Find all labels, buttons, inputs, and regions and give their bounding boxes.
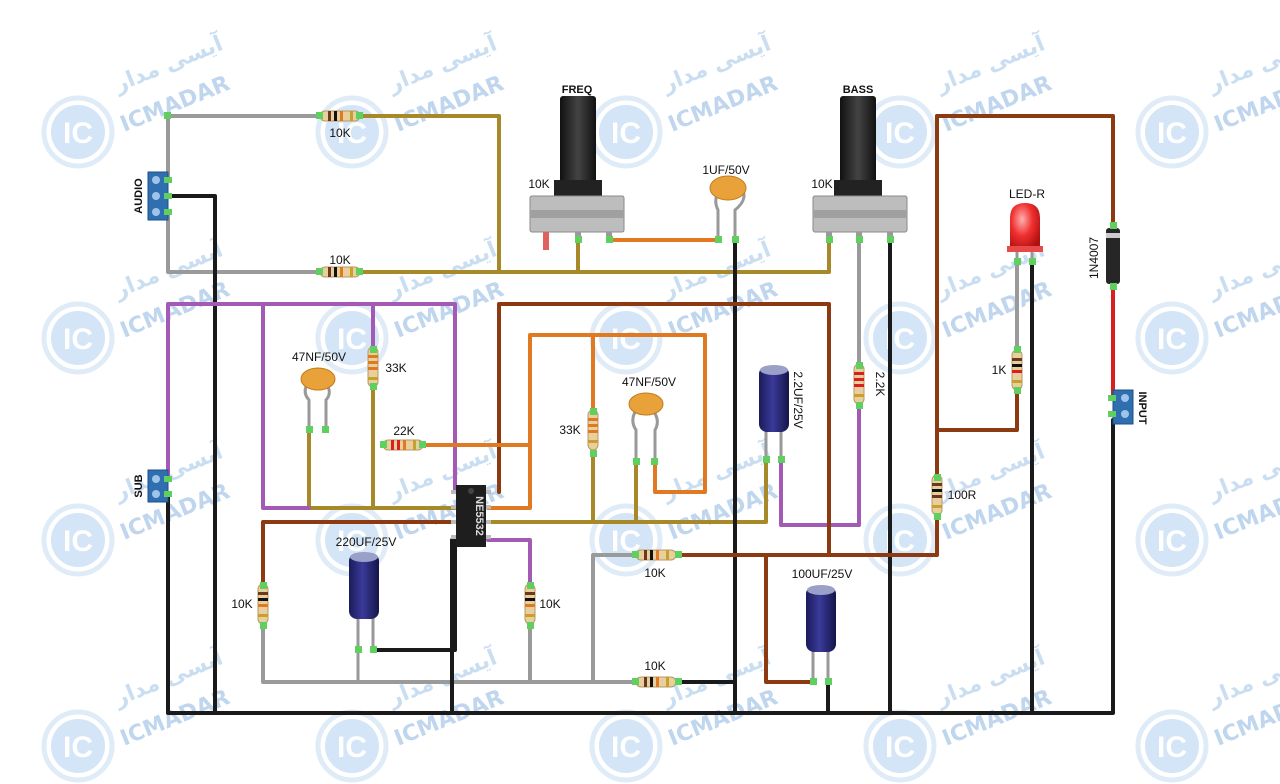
capacitor-47nf-b [628, 392, 664, 462]
resistor-33k-b [587, 409, 599, 451]
label-r-2k2: 2.2K [873, 372, 887, 397]
label-input: INPUT [1136, 392, 1148, 425]
label-c-47nf-b: 47NF/50V [622, 375, 676, 389]
resistor-10k-bottom [635, 676, 677, 688]
ic-ne5532: NE5532 [451, 485, 491, 547]
watermark-9: آیسی مدار ICMADAR [866, 234, 1055, 372]
resistor-10k-mid [635, 549, 677, 561]
wire-orange-loop [486, 333, 707, 510]
gray-wires [166, 114, 1019, 684]
potentiometer-bass [812, 96, 908, 242]
wire-ic-right [486, 458, 768, 524]
resistor-mid-10k [319, 266, 361, 278]
wire-ic-purple-right [486, 538, 532, 587]
terminal-input [1108, 389, 1134, 425]
wire-audio-bottom [166, 210, 322, 274]
wire-brown-center [497, 302, 831, 557]
capacitor-47nf-a [300, 367, 336, 430]
capacitor-1uf [709, 175, 747, 240]
label-r-10k-left: 10K [231, 597, 252, 611]
label-r-1k: 1K [992, 363, 1007, 377]
capacitor-100u [806, 585, 836, 682]
wire-220u-ic [371, 538, 457, 652]
wire-ground-bus [166, 418, 1115, 715]
label-r-top1: 10K [329, 126, 350, 140]
label-r-22k: 22K [393, 424, 414, 438]
watermark-3: آیسی مدار ICMADAR [592, 28, 781, 166]
watermark-20: آیسی مدار ICMADAR [1138, 642, 1280, 780]
resistor-top-10k [319, 110, 361, 122]
resistor-22k [382, 439, 424, 451]
label-r-33k-a: 33K [385, 361, 406, 375]
terminal-sub [147, 469, 172, 503]
label-r-10k-bottom: 10K [644, 659, 665, 673]
label-r-100r: 100R [948, 488, 977, 502]
label-led: LED-R [1009, 187, 1045, 201]
wire-brown-ic-left [261, 520, 457, 587]
potentiometer-freq [529, 96, 625, 250]
label-c-1uf: 1UF/50V [702, 163, 749, 177]
label-c-100u: 100UF/25V [792, 567, 853, 581]
svg-text:آیسی مدار: آیسی مدار [1203, 642, 1280, 711]
label-c-47nf-a: 47NF/50V [292, 350, 346, 364]
label-r-10k-right: 10K [539, 597, 560, 611]
watermark-2: آیسی مدار ICMADAR [318, 28, 507, 166]
svg-text:آیسی مدار: آیسی مدار [1203, 28, 1280, 97]
brown-wires [261, 114, 1115, 684]
junction-dots [164, 112, 1117, 685]
wires [166, 114, 1115, 715]
watermark-10: آیسی مدار ICMADAR [1138, 234, 1280, 372]
label-diode: 1N4007 [1087, 237, 1101, 279]
led-red [1007, 203, 1043, 262]
label-sub: SUB [133, 474, 145, 497]
purple-wires [166, 302, 861, 587]
black-wires [166, 194, 1115, 715]
orange-wires [418, 238, 720, 510]
resistor-1k [1011, 349, 1023, 391]
capacitor-220u [349, 552, 379, 682]
label-c-2u2: 2.2UF/25V [791, 371, 805, 428]
wire-mid-olive [358, 238, 831, 274]
label-bass: BASS [843, 84, 874, 96]
label-r-top2: 10K [329, 253, 350, 267]
wire-audio-top [166, 114, 322, 182]
wire-bottom-gray [261, 610, 638, 684]
wire-brown-100u [764, 553, 815, 684]
label-pot-freq: 10K [528, 177, 549, 191]
diode-1n4007 [1106, 228, 1120, 284]
wire-gray-mid [591, 553, 638, 684]
label-freq: FREQ [562, 84, 593, 96]
svg-text:آیسی مدار: آیسی مدار [1203, 234, 1280, 303]
wire-audio-gnd [166, 194, 217, 715]
label-audio: AUDIO [133, 178, 145, 214]
label-r-10k-mid: 10K [644, 566, 665, 580]
watermark-15: آیسی مدار ICMADAR [1138, 436, 1280, 574]
label-pot-bass: 10K [811, 177, 832, 191]
wire-top-olive [358, 114, 501, 274]
ic-label: NE5532 [473, 496, 485, 536]
labels: FREQ BASS AUDIO SUB INPUT LED-R 1N4007 1… [133, 84, 1148, 673]
wire-sub-purple [166, 302, 457, 494]
watermark-1: آیسی مدار ICMADAR [44, 28, 233, 166]
svg-text:آیسی مدار: آیسی مدار [1203, 436, 1280, 505]
terminal-audio [147, 171, 172, 221]
watermark-5: آیسی مدار ICMADAR [1138, 28, 1280, 166]
capacitor-2u2 [759, 365, 789, 460]
resistor-10k-right [524, 583, 536, 625]
wire-2u2-bass [779, 403, 861, 527]
resistor-2k2 [853, 363, 865, 405]
wire-purple-loop [261, 302, 311, 510]
label-r-33k-b: 33K [559, 423, 580, 437]
wire-brown-top-right [935, 114, 1115, 227]
watermark-11: آیسی مدار ICMADAR [44, 436, 233, 574]
resistor-10k-left [257, 583, 269, 625]
watermark-4: آیسی مدار ICMADAR [866, 28, 1055, 166]
label-c-220u: 220UF/25V [336, 535, 397, 549]
wire-brown-led [935, 114, 1019, 432]
